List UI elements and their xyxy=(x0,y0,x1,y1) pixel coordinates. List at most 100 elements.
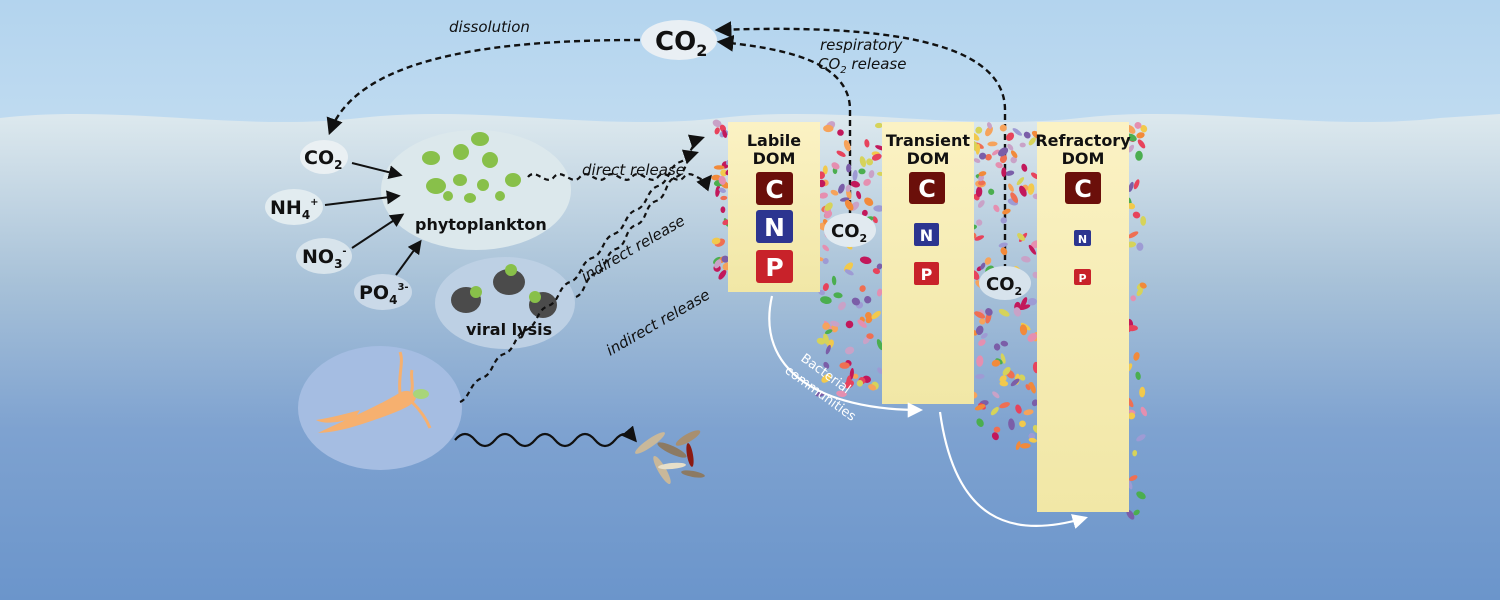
detritus-particle xyxy=(681,470,705,478)
bacterium xyxy=(859,256,872,265)
uptake-arrow-no3 xyxy=(351,213,405,249)
bacterium xyxy=(1132,450,1138,457)
bacterium xyxy=(877,367,883,374)
bacterium xyxy=(845,320,854,329)
transient-phosphorus-label: P xyxy=(921,265,933,284)
bacterium xyxy=(1017,233,1026,241)
bacterium xyxy=(1028,244,1037,255)
bacterium xyxy=(821,373,832,383)
viral-lysis-cells xyxy=(451,264,557,318)
bacterium xyxy=(822,258,829,265)
bacterium xyxy=(856,190,862,200)
bacterium xyxy=(876,288,883,297)
bacterium xyxy=(720,195,728,201)
bacterium xyxy=(1012,128,1023,136)
refractory-phosphorus-label: P xyxy=(1078,272,1086,285)
bacterium xyxy=(866,158,874,166)
respired-co2-bubble-1: CO2 xyxy=(824,213,876,247)
bacterium xyxy=(873,205,885,212)
respired-co2-bubble-2: CO2 xyxy=(979,266,1031,300)
bacterium xyxy=(1030,383,1036,394)
bacterium xyxy=(991,432,999,441)
bacterium xyxy=(1027,297,1037,306)
bacterium xyxy=(1021,163,1028,172)
bacterium xyxy=(861,209,868,217)
bacterium xyxy=(714,259,722,269)
bacterium xyxy=(1136,491,1146,500)
indirect-release-arrow-2 xyxy=(459,134,705,404)
bacterium xyxy=(986,122,993,129)
detritus-particle xyxy=(658,462,686,470)
bacterium xyxy=(1005,170,1015,176)
bacterium xyxy=(824,329,833,335)
bacterium xyxy=(1134,121,1142,129)
bacterium xyxy=(824,202,833,211)
bacterium xyxy=(857,319,867,328)
bacterium xyxy=(864,197,874,206)
bacterium xyxy=(822,165,828,175)
bacterium xyxy=(1132,211,1141,219)
bacterium xyxy=(1001,167,1007,177)
bacterium xyxy=(979,318,986,325)
bacterium xyxy=(864,139,870,148)
bacterium xyxy=(833,292,843,299)
bacterium xyxy=(993,343,1001,351)
nutrient-co2: CO2 xyxy=(300,140,348,174)
bacterium xyxy=(718,175,726,185)
bacterium xyxy=(1136,288,1143,296)
labile-dom-title1: Labile xyxy=(747,131,801,150)
bacterium xyxy=(1135,371,1141,380)
bacterium xyxy=(722,129,728,138)
bacterium xyxy=(859,285,866,292)
bacterium xyxy=(974,311,986,319)
bacterium xyxy=(998,242,1008,248)
labile-carbon-box xyxy=(756,172,793,205)
nutrient-nh4-label: NH4+ xyxy=(270,197,319,222)
bacterium xyxy=(852,169,858,181)
bacterium xyxy=(1015,441,1021,451)
transient-dom-title2: DOM xyxy=(907,149,950,168)
bacterium xyxy=(844,200,854,211)
bacterium xyxy=(991,359,1001,367)
bacterium xyxy=(839,362,850,369)
detritus-particle xyxy=(657,442,687,458)
bacterium xyxy=(1008,183,1014,192)
respired-co2-label-1: CO2 xyxy=(831,221,867,245)
bacterium xyxy=(825,344,831,355)
phytoplankton-cell xyxy=(453,144,469,160)
bacterium xyxy=(713,165,725,170)
bacterium xyxy=(712,119,722,128)
refractory-carbon-label: C xyxy=(1074,175,1092,203)
bacterium xyxy=(1006,132,1015,141)
bacterium xyxy=(871,153,882,161)
bacterium xyxy=(852,373,859,379)
bacterium xyxy=(872,268,880,275)
bacterium xyxy=(1028,437,1037,443)
bacterium xyxy=(978,339,986,346)
transient-carbon-label: C xyxy=(918,175,936,203)
bacterium xyxy=(849,367,854,380)
bacterium xyxy=(1025,384,1031,391)
bacterium xyxy=(830,189,839,196)
bacterium xyxy=(978,174,985,182)
bacterium xyxy=(976,355,984,367)
bacterium xyxy=(1133,352,1140,361)
bacterium xyxy=(1031,399,1039,407)
direct-release-arrow xyxy=(527,173,712,192)
transient-phosphorus-box xyxy=(914,262,939,285)
bacterium xyxy=(993,426,1001,433)
bacterium xyxy=(859,156,867,168)
atmosphere-co2-bubble xyxy=(641,20,717,60)
bacterium xyxy=(999,375,1007,383)
bacterium xyxy=(1126,509,1135,520)
bacterium xyxy=(1140,124,1148,133)
uptake-arrow-co2 xyxy=(351,162,403,180)
phytoplankton-cell xyxy=(482,152,498,168)
bacterium xyxy=(974,235,985,241)
bacterium xyxy=(1027,183,1035,195)
grazer-egestion-arrow xyxy=(454,425,637,448)
bacterium xyxy=(844,269,854,276)
grazer-organism xyxy=(316,351,432,433)
bacterium xyxy=(1016,177,1025,186)
